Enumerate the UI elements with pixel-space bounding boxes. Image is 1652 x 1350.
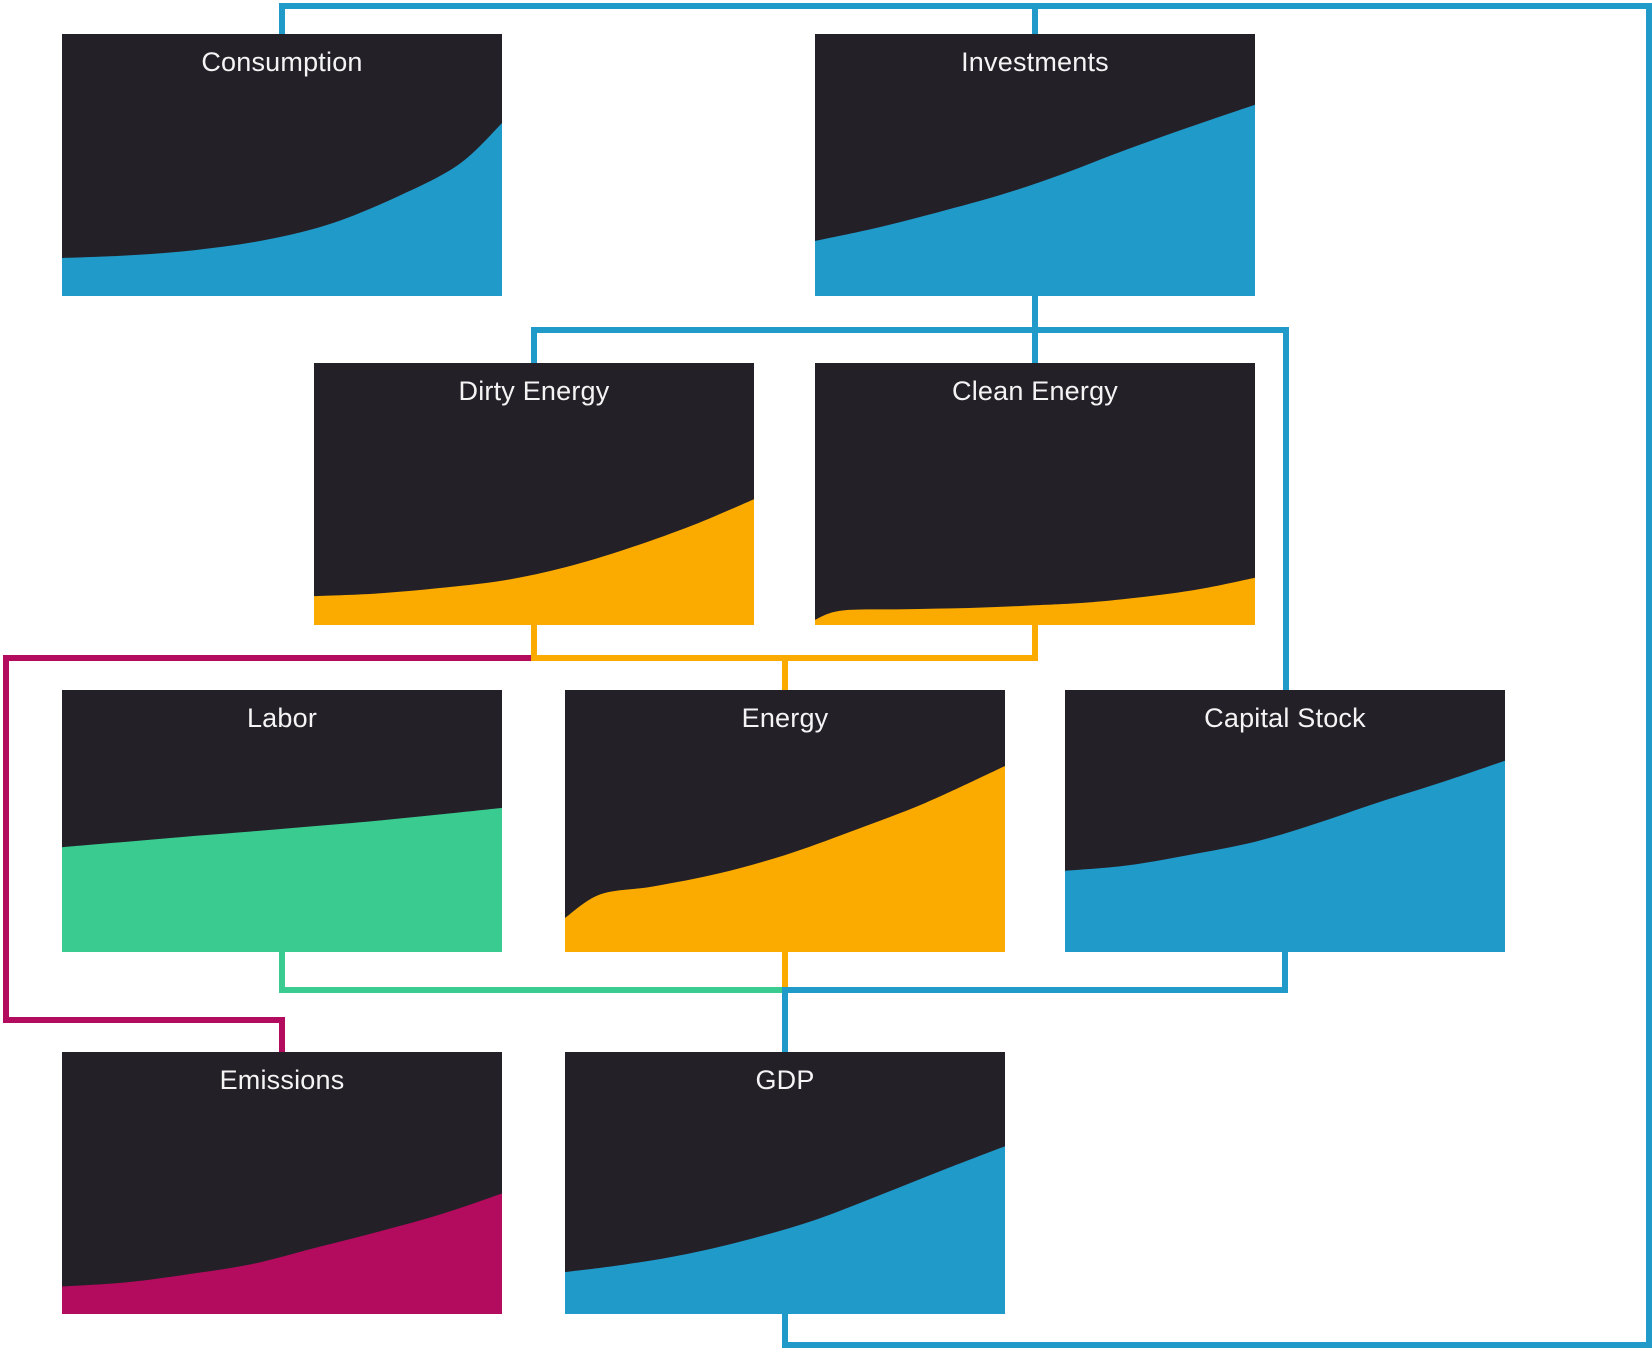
edge-orange-clean-stub-and-bus <box>534 622 1038 661</box>
edge-blue-bus-dirty-to-capital <box>531 327 1289 693</box>
model-node-capital-stock[interactable]: Capital Stock <box>1065 690 1505 952</box>
model-node-investments[interactable]: Investments <box>815 34 1255 296</box>
area-series <box>62 123 502 296</box>
area-series <box>62 1193 502 1314</box>
model-node-gdp[interactable]: GDP <box>565 1052 1005 1314</box>
area-chart <box>815 34 1255 296</box>
area-chart <box>565 690 1005 952</box>
edge-green-labor-to-gdp-bus <box>279 949 788 993</box>
area-series <box>815 577 1255 625</box>
edge-crimson-dirty-to-emissions <box>3 655 534 1055</box>
area-series <box>565 1146 1005 1314</box>
area-chart <box>62 690 502 952</box>
model-node-clean-energy[interactable]: Clean Energy <box>815 363 1255 625</box>
model-node-dirty-energy[interactable]: Dirty Energy <box>314 363 754 625</box>
area-chart <box>565 1052 1005 1314</box>
area-series <box>314 499 754 625</box>
model-node-emissions[interactable]: Emissions <box>62 1052 502 1314</box>
model-node-energy[interactable]: Energy <box>565 690 1005 952</box>
area-series <box>815 104 1255 296</box>
area-chart <box>62 1052 502 1314</box>
area-series <box>62 807 502 952</box>
model-node-consumption[interactable]: Consumption <box>62 34 502 296</box>
node-background <box>815 363 1255 625</box>
area-chart <box>815 363 1255 625</box>
area-series <box>565 766 1005 952</box>
edge-blue-gdp-loop-to-top <box>279 3 1652 1348</box>
area-chart <box>1065 690 1505 952</box>
area-chart <box>314 363 754 625</box>
area-chart <box>62 34 502 296</box>
edge-blue-gdp-bus-to-gdp <box>782 987 1286 1055</box>
model-node-labor[interactable]: Labor <box>62 690 502 952</box>
area-series <box>1065 760 1505 952</box>
